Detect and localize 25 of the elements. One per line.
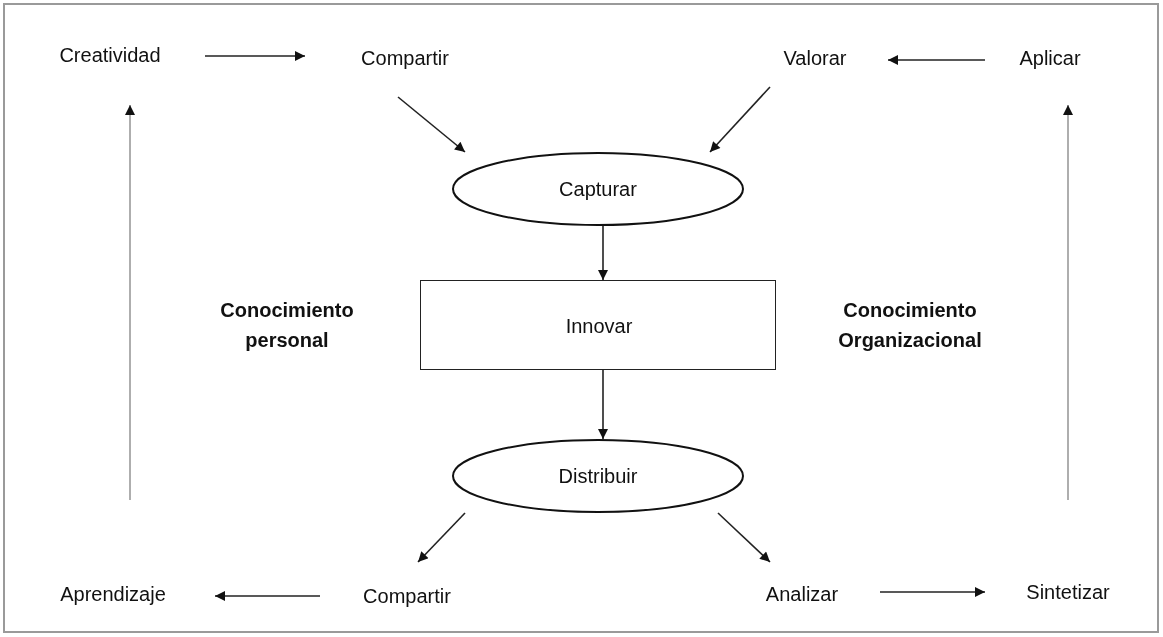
arrow (397, 96, 466, 153)
arrow (214, 591, 321, 601)
arrow (879, 587, 986, 597)
step-label: Aplicar (1019, 46, 1081, 70)
arrow (717, 512, 771, 563)
step-label: Compartir (361, 46, 449, 70)
step-label: Sintetizar (1026, 580, 1110, 604)
arrow (125, 104, 135, 501)
arrow (709, 86, 771, 153)
step-label: Valorar (783, 46, 847, 70)
arrow (204, 51, 306, 61)
step-label: Aprendizaje (60, 582, 166, 606)
section-heading: Conocimiento Organizacional (837, 298, 983, 353)
step-label: Compartir (363, 584, 451, 608)
arrow (417, 512, 466, 563)
process-box: Innovar (420, 280, 776, 370)
step-label: Creatividad (59, 43, 161, 67)
step-label: Analizar (765, 582, 839, 606)
section-heading: Conocimiento personal (219, 298, 355, 353)
process-ellipse: Distribuir (452, 439, 744, 513)
arrow (598, 369, 608, 440)
arrow (1063, 104, 1073, 501)
arrow (887, 55, 986, 65)
process-ellipse: Capturar (452, 152, 744, 226)
arrow (598, 225, 608, 281)
